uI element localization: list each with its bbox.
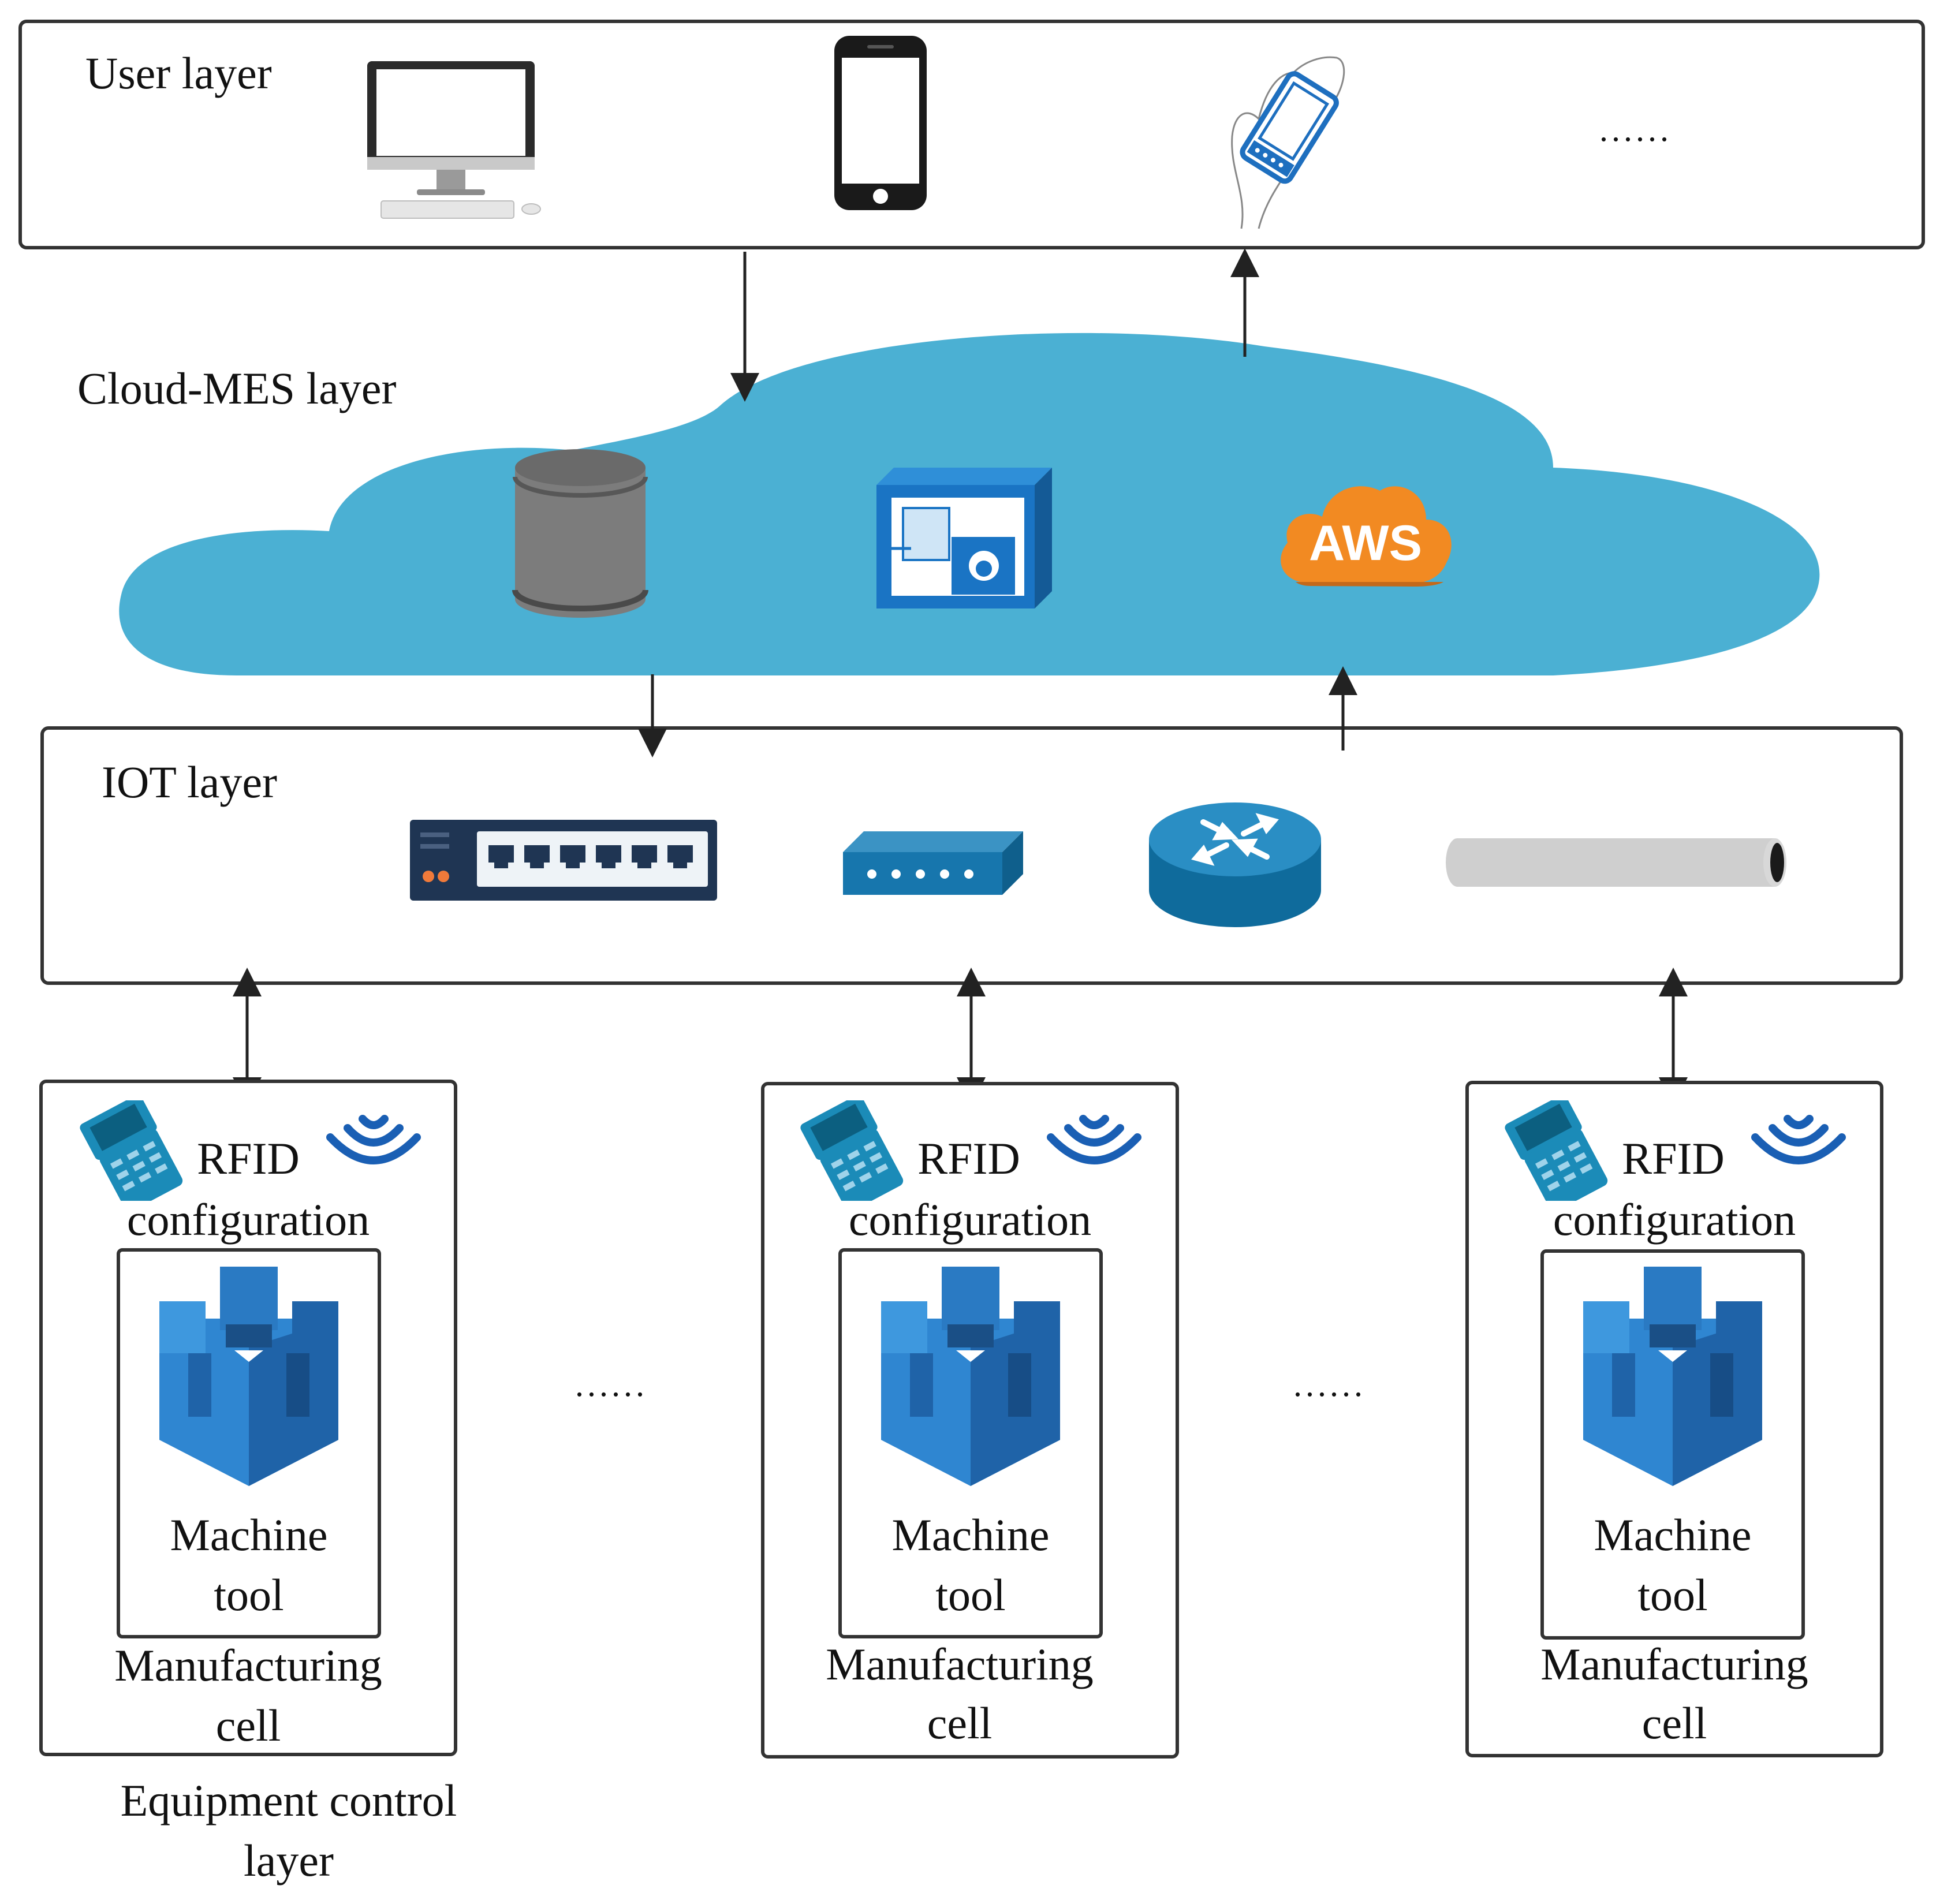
manufacturing-cell-label: Manufacturing — [826, 1639, 1094, 1689]
cells-ellipsis-1: ...... — [575, 1365, 648, 1403]
machine-tool-castle-icon — [1583, 1267, 1762, 1486]
rfid-reader-icon — [80, 1100, 183, 1201]
rfid-config-label: configuration — [1553, 1194, 1796, 1245]
machine-tool-label: Machine — [1594, 1510, 1752, 1560]
machine-tool-label-2: tool — [1637, 1570, 1708, 1620]
manufacturing-cell-label-2: cell — [1641, 1698, 1707, 1748]
rfid-label: RFID — [197, 1133, 300, 1184]
wireless-signal-icon — [1047, 1115, 1141, 1164]
manufacturing-cell-label: Manufacturing — [1540, 1639, 1808, 1689]
rfid-config-label: configuration — [848, 1194, 1092, 1245]
equipment-layer-label: Equipment control — [120, 1775, 457, 1825]
application-server-icon — [876, 468, 1052, 608]
manufacturing-cell-label-2: cell — [215, 1700, 281, 1750]
equipment-layer-label-2: layer — [244, 1835, 334, 1886]
rfid-config-label: configuration — [126, 1194, 370, 1245]
user-layer-more-ellipsis: ...... — [1599, 110, 1672, 148]
rfid-reader-icon — [800, 1100, 904, 1201]
manufacturing-cell-label-2: cell — [927, 1698, 993, 1748]
machine-tool-label: Machine — [170, 1510, 328, 1560]
rfid-label: RFID — [917, 1133, 1020, 1184]
handheld-device-icon — [1231, 56, 1345, 229]
wireless-signal-icon — [1751, 1115, 1846, 1164]
rfid-reader-icon — [1505, 1100, 1608, 1201]
smartphone-icon — [834, 36, 927, 210]
machine-tool-castle-icon — [881, 1267, 1060, 1486]
iot-layer-label: IOT layer — [102, 757, 277, 807]
cloud-layer-label: Cloud-MES layer — [77, 363, 397, 413]
hub-icon — [843, 831, 1023, 895]
machine-tool-label: Machine — [891, 1510, 1050, 1560]
machine-tool-castle-icon — [159, 1267, 338, 1486]
router-icon — [1149, 802, 1321, 927]
network-switch-icon — [410, 820, 717, 901]
pipe-connector-icon — [1446, 838, 1786, 887]
database-icon — [512, 449, 648, 618]
wireless-signal-icon — [326, 1115, 421, 1164]
machine-tool-label-2: tool — [935, 1570, 1006, 1620]
rfid-label: RFID — [1622, 1133, 1725, 1184]
machine-tool-label-2: tool — [214, 1570, 284, 1620]
desktop-monitor-icon — [367, 61, 541, 219]
user-layer-label: User layer — [85, 48, 272, 98]
aws-cloud-icon: AWS — [1281, 486, 1452, 587]
user-layer-box — [18, 20, 1925, 249]
aws-text: AWS — [1309, 516, 1422, 571]
manufacturing-cell-label: Manufacturing — [114, 1640, 382, 1690]
cells-ellipsis-2: ...... — [1293, 1365, 1366, 1403]
